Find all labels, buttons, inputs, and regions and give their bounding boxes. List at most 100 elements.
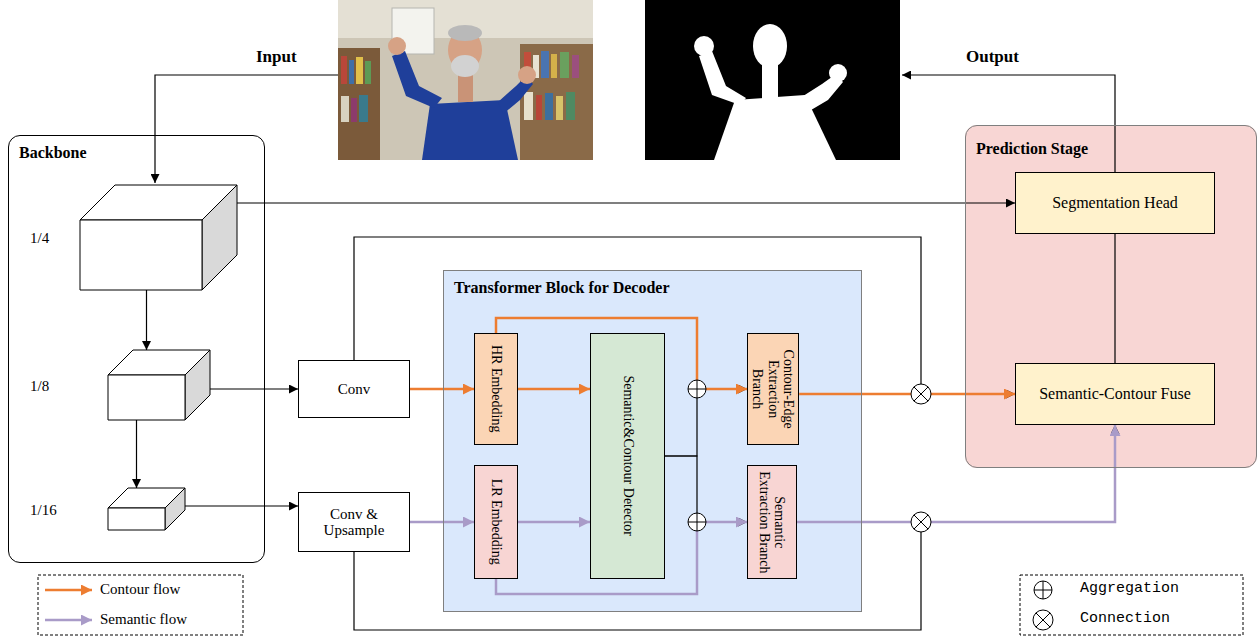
io-label: Input xyxy=(256,48,297,67)
photo-book xyxy=(356,57,363,84)
cube-3d xyxy=(80,185,237,290)
process-box: Conv & Upsample xyxy=(298,492,410,552)
cube-face xyxy=(202,185,237,290)
cube-3d xyxy=(108,488,185,530)
feature-map: 1/8 xyxy=(108,350,210,420)
scale-label: 1/16 xyxy=(30,502,57,519)
photo-book xyxy=(566,92,575,120)
connection-symbol xyxy=(914,387,928,401)
node-label: Semantic&Contour Detector xyxy=(620,338,635,574)
cube-3d xyxy=(108,350,210,420)
photo-book xyxy=(551,54,557,78)
node-label: Conv xyxy=(305,381,403,398)
mask-fist xyxy=(694,36,714,56)
connector xyxy=(518,521,590,524)
head-box: Segmentation Head xyxy=(1015,172,1215,234)
cube-face xyxy=(185,350,210,420)
panel-ground xyxy=(8,135,265,563)
feature-map: 1/16 xyxy=(108,488,185,530)
connector xyxy=(410,521,474,524)
node-label: Semantic-Contour Fuse xyxy=(1022,385,1208,403)
photo-shelf xyxy=(338,48,380,160)
cube-face xyxy=(165,488,185,530)
cube-face xyxy=(80,220,202,290)
photo-book xyxy=(556,96,563,120)
connector xyxy=(354,425,1115,630)
photo-shelf xyxy=(520,44,593,160)
panel-ground xyxy=(965,125,1257,468)
photo-book xyxy=(572,55,579,78)
photo-book xyxy=(341,56,347,84)
panel-heading: Prediction Stage xyxy=(976,140,1088,158)
node-label: Conv & Upsample xyxy=(305,506,403,539)
photo-book xyxy=(349,60,354,84)
connector xyxy=(237,202,1015,203)
photo-arm xyxy=(392,51,442,108)
mask-fist xyxy=(829,64,847,82)
detector-box: Semantic&Contour Detector xyxy=(590,333,665,579)
connection-symbol xyxy=(1036,613,1050,627)
photo-book xyxy=(365,61,371,84)
embedding-box: HR Embedding xyxy=(474,333,518,445)
output-wire xyxy=(902,75,1115,172)
photo-fist xyxy=(388,37,406,55)
branch-box: Semantic Extraction Branch xyxy=(747,465,797,579)
output-mask xyxy=(645,0,900,160)
connector xyxy=(665,456,747,522)
mask-ground xyxy=(645,0,900,160)
connector xyxy=(210,388,298,389)
panel-heading: Backbone xyxy=(19,144,87,162)
mask-arm xyxy=(699,51,746,105)
cube-face xyxy=(108,375,185,420)
photo-book xyxy=(545,93,553,120)
connection-symbol xyxy=(914,515,928,529)
node-label: Contour-Edge Extraction Branch xyxy=(750,338,796,440)
io-label: Output xyxy=(966,48,1019,67)
decoder-panel: HR Embedding LR Embedding Semantic&Contour… xyxy=(443,270,862,612)
legend-text: Contour flow xyxy=(100,581,180,598)
prediction-panel: Segmentation HeadSemantic-Contour Fuse Pr… xyxy=(965,125,1257,468)
panel-heading: Transformer Block for Decoder xyxy=(454,279,670,297)
node-label: LR Embedding xyxy=(488,470,503,574)
scale-label: 1/4 xyxy=(30,230,49,247)
aggregation-symbol xyxy=(688,513,706,531)
legend-box xyxy=(38,575,243,635)
legend-text: Connection xyxy=(1080,611,1170,628)
connector xyxy=(185,505,298,506)
aggregation-symbol xyxy=(1034,581,1052,599)
photo-book xyxy=(359,95,368,122)
connection-symbol xyxy=(911,384,931,404)
panel-ground xyxy=(443,270,862,612)
photo-book xyxy=(341,96,349,122)
branch-box: Contour-Edge Extraction Branch xyxy=(747,333,799,445)
backbone-panel: 1/4 1/8 1/16 Backbone xyxy=(8,135,265,563)
connector xyxy=(1114,234,1115,363)
connector xyxy=(518,388,590,391)
input-photo xyxy=(338,0,593,160)
connection-symbol xyxy=(911,512,931,532)
input-wire xyxy=(155,75,338,183)
aggregation-symbol xyxy=(688,513,706,531)
connector xyxy=(136,420,137,488)
legend-text: Semantic flow xyxy=(100,611,187,628)
legend-box xyxy=(1020,575,1243,635)
cube-face xyxy=(108,508,165,530)
connector xyxy=(797,425,1115,522)
aggregation-symbol xyxy=(688,380,706,398)
photo-book xyxy=(560,52,569,78)
photo-hair xyxy=(448,25,482,41)
fuse-box: Semantic-Contour Fuse xyxy=(1015,363,1215,425)
photo-book xyxy=(541,51,549,78)
connector xyxy=(146,290,147,350)
aggregation-symbol xyxy=(688,380,706,398)
scale-label: 1/8 xyxy=(30,378,49,395)
aggregation-symbol xyxy=(1034,581,1052,599)
mask-head xyxy=(753,24,787,68)
connector xyxy=(665,389,747,456)
legend-sample xyxy=(45,619,92,622)
photo-book xyxy=(351,98,357,122)
photo-book xyxy=(524,92,533,120)
node-label: Segmentation Head xyxy=(1022,194,1208,212)
photo-wall xyxy=(338,0,593,160)
legend-text: Aggregation xyxy=(1080,581,1179,598)
